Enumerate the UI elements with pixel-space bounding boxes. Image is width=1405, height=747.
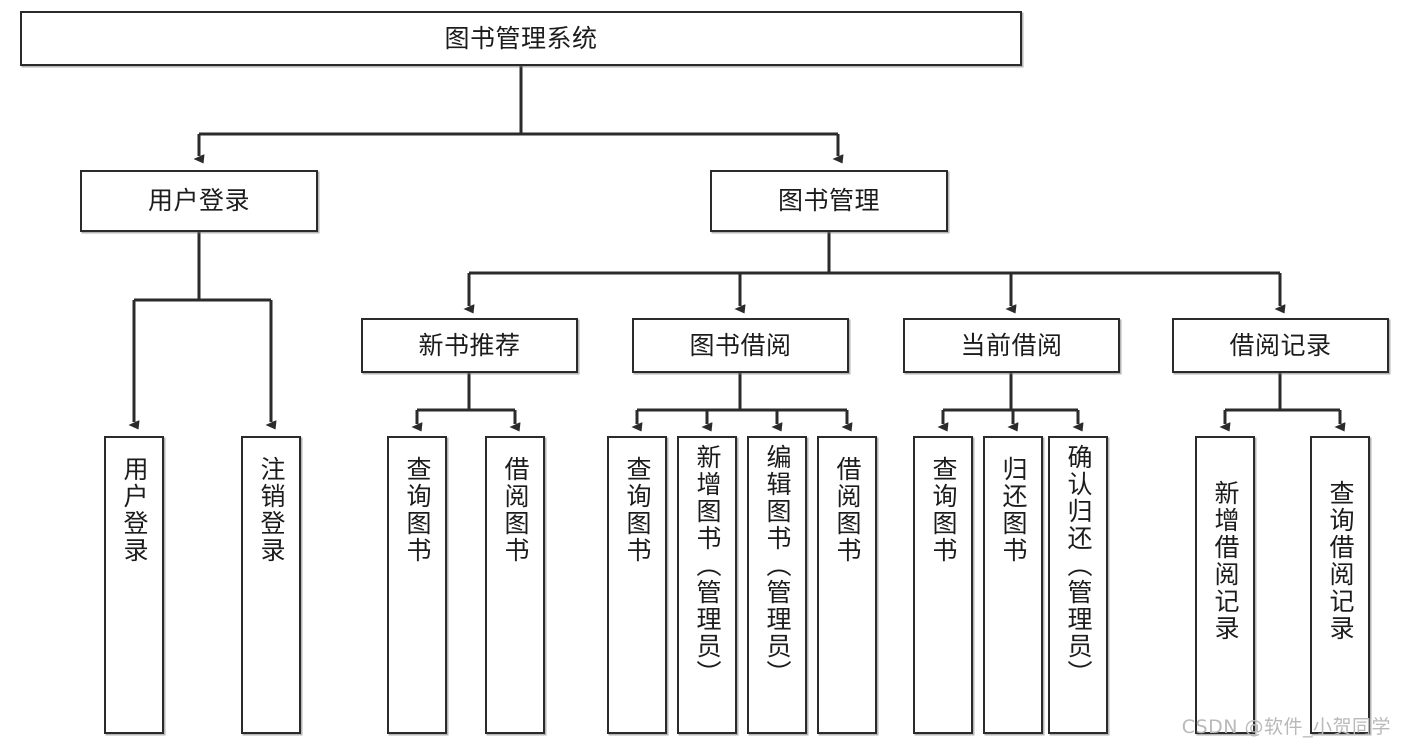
node-book-manage[interactable]: 图书管理 bbox=[710, 170, 948, 232]
node-leaf-return-book[interactable]: 归还图书 bbox=[983, 436, 1043, 734]
node-leaf-query-book-rec[interactable]: 查询图书 bbox=[387, 436, 447, 734]
node-leaf-add-book-label: 新增图书（管理员） bbox=[693, 444, 722, 687]
node-leaf-borrow-book-bb-label: 借阅图书 bbox=[833, 456, 862, 564]
node-leaf-logout[interactable]: 注销登录 bbox=[241, 436, 301, 734]
node-leaf-add-book[interactable]: 新增图书（管理员） bbox=[677, 436, 737, 734]
node-leaf-query-book-bb-label: 查询图书 bbox=[623, 456, 652, 564]
node-leaf-query-book-cb[interactable]: 查询图书 bbox=[913, 436, 973, 734]
node-current-borrow[interactable]: 当前借阅 bbox=[903, 318, 1120, 373]
node-new-book-recommend[interactable]: 新书推荐 bbox=[361, 318, 578, 373]
node-borrow-record-label: 借阅记录 bbox=[1229, 330, 1332, 360]
node-root-label: 图书管理系统 bbox=[444, 23, 598, 53]
node-current-borrow-label: 当前借阅 bbox=[960, 330, 1063, 360]
node-leaf-confirm-return-label: 确认归还（管理员） bbox=[1064, 444, 1093, 687]
watermark: CSDN @软件_小贺同学 bbox=[1181, 716, 1391, 738]
node-leaf-edit-book[interactable]: 编辑图书（管理员） bbox=[747, 436, 807, 734]
node-book-borrow[interactable]: 图书借阅 bbox=[632, 318, 849, 373]
node-leaf-query-book-bb[interactable]: 查询图书 bbox=[607, 436, 667, 734]
node-leaf-query-book-cb-label: 查询图书 bbox=[929, 456, 958, 564]
node-leaf-add-record[interactable]: 新增借阅记录 bbox=[1195, 436, 1255, 734]
node-leaf-edit-book-label: 编辑图书（管理员） bbox=[763, 444, 792, 687]
node-leaf-confirm-return[interactable]: 确认归还（管理员） bbox=[1048, 436, 1108, 734]
node-leaf-logout-label: 注销登录 bbox=[257, 456, 286, 564]
node-leaf-user-login[interactable]: 用户登录 bbox=[104, 436, 164, 734]
node-user-login[interactable]: 用户登录 bbox=[80, 170, 318, 232]
node-leaf-borrow-book-rec[interactable]: 借阅图书 bbox=[485, 436, 545, 734]
node-leaf-query-record[interactable]: 查询借阅记录 bbox=[1310, 436, 1370, 734]
node-borrow-record[interactable]: 借阅记录 bbox=[1172, 318, 1389, 373]
node-book-borrow-label: 图书借阅 bbox=[689, 330, 792, 360]
node-leaf-query-record-label: 查询借阅记录 bbox=[1326, 480, 1355, 642]
node-leaf-user-login-label: 用户登录 bbox=[120, 456, 149, 564]
node-leaf-query-book-rec-label: 查询图书 bbox=[403, 456, 432, 564]
node-leaf-borrow-book-rec-label: 借阅图书 bbox=[501, 456, 530, 564]
node-book-manage-label: 图书管理 bbox=[777, 186, 880, 216]
node-leaf-return-book-label: 归还图书 bbox=[999, 456, 1028, 564]
node-leaf-borrow-book-bb[interactable]: 借阅图书 bbox=[817, 436, 877, 734]
node-leaf-add-record-label: 新增借阅记录 bbox=[1211, 480, 1240, 642]
node-user-login-label: 用户登录 bbox=[147, 186, 250, 216]
node-root[interactable]: 图书管理系统 bbox=[20, 11, 1022, 66]
node-new-book-recommend-label: 新书推荐 bbox=[418, 330, 521, 360]
